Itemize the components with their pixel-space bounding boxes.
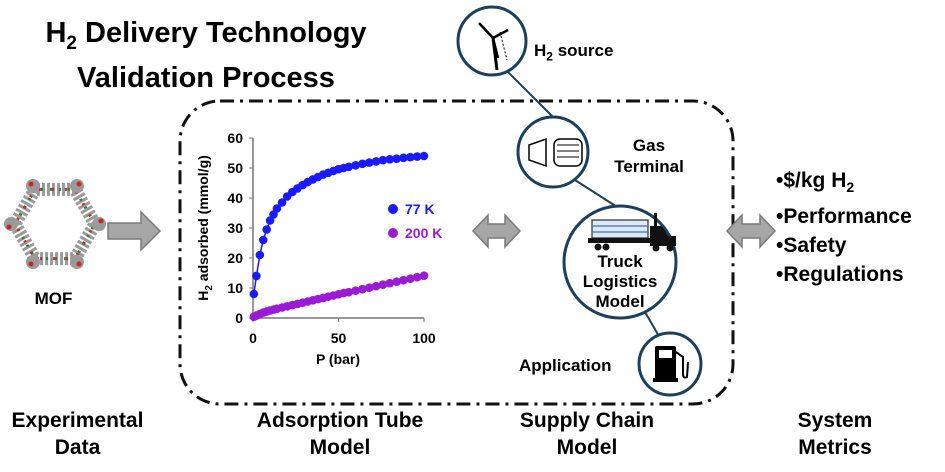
y-tick-label: 60 — [227, 130, 243, 146]
data-point — [392, 154, 401, 163]
x-axis-label: P (bar) — [316, 351, 360, 367]
data-point — [371, 281, 381, 291]
data-point — [392, 277, 401, 287]
legend-label: 200 K — [405, 225, 442, 241]
data-point — [262, 225, 271, 234]
series-line — [253, 155, 425, 295]
x-tick-label: 50 — [331, 330, 347, 346]
data-point — [399, 153, 408, 163]
wind-turbine-icon — [456, 5, 528, 77]
data-point — [344, 162, 354, 172]
double-arrow-icon — [471, 213, 522, 249]
page-title: H2 Delivery Technology Validation Proces… — [45, 17, 367, 94]
data-point — [249, 289, 259, 299]
data-point — [258, 235, 268, 245]
y-tick-label: 0 — [235, 310, 243, 326]
data-point — [351, 161, 360, 170]
data-point — [364, 283, 374, 293]
data-point — [351, 286, 360, 296]
truck-icon — [588, 213, 676, 252]
h2-source-label: H2 source — [534, 41, 614, 64]
mof-structure-icon — [4, 179, 106, 269]
legend-marker — [388, 204, 398, 214]
data-point — [358, 159, 367, 169]
y-tick-label: 50 — [227, 160, 243, 176]
data-point — [419, 151, 429, 161]
application-label: Application — [519, 356, 612, 375]
y-axis-label: H2 adsorbed (mmol/g) — [195, 155, 215, 301]
x-tick-label: 0 — [249, 330, 257, 346]
truck-model-label: Truck Logistics Model — [582, 252, 658, 311]
data-point — [364, 158, 374, 167]
data-point — [399, 275, 408, 285]
y-tick-label: 20 — [227, 250, 243, 266]
legend-label: 77 K — [405, 201, 435, 217]
fuel-pump-icon — [637, 331, 703, 397]
data-point — [378, 155, 388, 165]
metric-performance: •Performance — [776, 205, 912, 229]
metrics-list: •$/kg H2 •Performance •Safety •Regulatio… — [776, 166, 912, 289]
data-point — [344, 287, 354, 297]
metric-cost: •$/kg H2 — [776, 169, 855, 196]
arrow-right-icon — [107, 210, 162, 252]
y-tick-label: 40 — [227, 190, 243, 206]
x-tick-label: 100 — [412, 330, 436, 346]
data-point — [378, 280, 388, 290]
gas-terminal-label: Gas Terminal — [614, 136, 684, 176]
y-tick-label: 30 — [227, 220, 243, 236]
double-arrow-icon — [725, 213, 777, 249]
metric-safety: •Safety — [776, 234, 847, 258]
metric-regulations: •Regulations — [776, 263, 904, 287]
mof-label: MOF — [34, 289, 73, 308]
model-frame — [178, 99, 735, 406]
adsorption-chart: 0 10 20 30 40 50 60 0 50 100 P (bar) H2 adsorbed… — [195, 130, 442, 367]
legend-marker — [388, 228, 398, 238]
data-point — [412, 272, 422, 282]
data-point — [419, 271, 429, 281]
data-point — [272, 204, 282, 213]
gas-terminal-icon — [516, 115, 590, 189]
data-point — [406, 274, 415, 284]
y-tick-label: 10 — [227, 280, 243, 296]
data-point — [371, 157, 381, 166]
data-point — [385, 155, 395, 164]
data-point — [255, 250, 265, 260]
data-point — [385, 278, 395, 288]
data-point — [358, 284, 367, 294]
data-point — [406, 152, 415, 162]
data-point — [412, 152, 422, 161]
data-point — [252, 271, 261, 281]
data-point — [277, 198, 287, 207]
